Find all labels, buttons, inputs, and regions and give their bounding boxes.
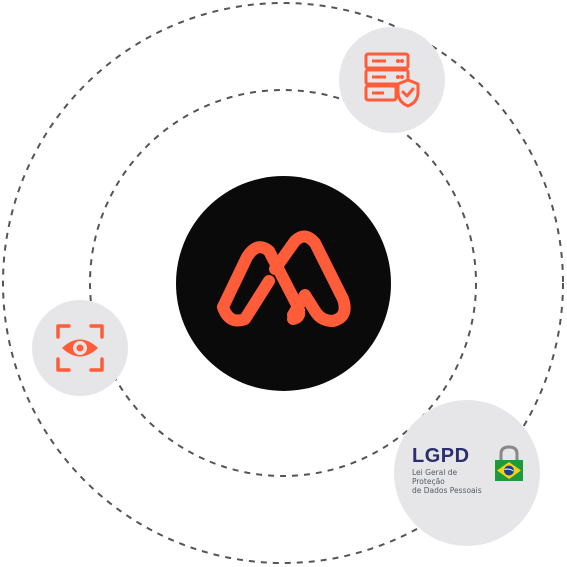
server-security-node: [339, 27, 445, 133]
inner-orbit-ring: [89, 89, 477, 477]
lgpd-subtitle-line2: de Dados Pessoais: [412, 486, 482, 495]
server-shield-icon: [364, 52, 420, 108]
lgpd-subtitle-line1: Lei Geral de Proteção: [412, 468, 458, 486]
lgpd-compliance-node: LGPD Lei Geral de Proteção de Dados Pess…: [394, 400, 540, 546]
lgpd-badge: LGPD Lei Geral de Proteção de Dados Pess…: [408, 442, 526, 504]
privacy-monitor-node: [32, 300, 128, 396]
lgpd-subtitle: Lei Geral de Proteção de Dados Pessoais: [412, 468, 492, 495]
center-logo-circle: [176, 176, 391, 391]
eye-scan-icon: [56, 324, 104, 372]
brazil-flag-lock-icon: [495, 445, 523, 481]
lgpd-title: LGPD: [412, 445, 470, 467]
brand-logo-icon: [216, 230, 351, 327]
